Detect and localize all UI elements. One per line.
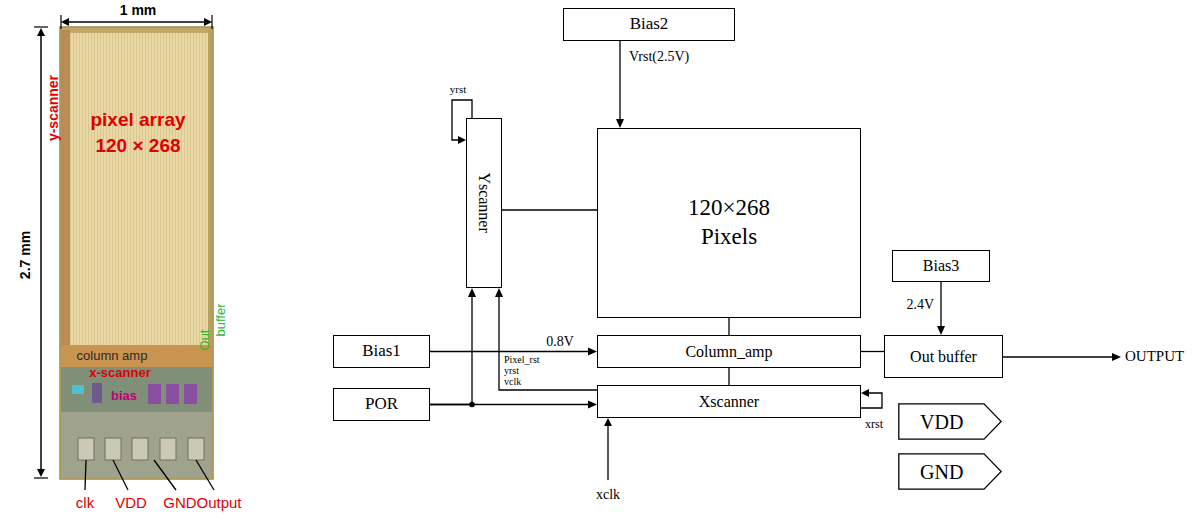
connector	[495, 288, 597, 390]
voltage-label: Vrst(2.5V)	[628, 49, 690, 65]
amplifier-block: Column_amp	[597, 335, 861, 368]
block-text: Bias2	[630, 14, 669, 34]
part-label: Out	[198, 330, 213, 351]
pin-label: Output	[196, 494, 241, 511]
bias-block: Bias3	[892, 250, 990, 282]
part-label: buffer	[214, 303, 229, 336]
connector	[502, 210, 597, 211]
signal-label: vclk	[504, 376, 521, 388]
block-text: VDD	[920, 410, 963, 434]
power-pin: VDD	[898, 403, 1002, 440]
voltage-label: 2.4V	[905, 297, 935, 313]
bias-block: Bias2	[563, 8, 735, 41]
connector	[937, 282, 945, 335]
signal-label: Pixel_rst	[504, 354, 540, 366]
pin-label: clk	[76, 494, 94, 511]
block-text: Yscanner	[474, 173, 493, 233]
voltage-label: 0.8V	[545, 333, 575, 349]
scanner-block: Yscanner	[466, 118, 502, 288]
connector	[861, 351, 884, 352]
pixel-array-block: 120×268 Pixels	[597, 128, 861, 318]
dimension-label: 1 mm	[120, 2, 157, 18]
scanner-block: Xscanner	[597, 385, 861, 418]
connector	[430, 288, 476, 405]
ground-pin: GND	[898, 453, 1002, 490]
block-text: POR	[365, 394, 398, 414]
bias-block: Bias1	[333, 335, 430, 368]
part-label: 120 × 268	[95, 135, 180, 157]
block-text: Bias1	[362, 341, 401, 361]
connector	[729, 318, 730, 335]
block-text: 120×268 Pixels	[679, 194, 779, 252]
reset-block: POR	[333, 388, 430, 421]
block-text: Bias3	[923, 256, 959, 275]
part-label: bias	[111, 389, 137, 404]
signal-label: yrst	[504, 365, 519, 377]
connector	[729, 368, 730, 385]
signal-label: yrst	[450, 83, 467, 96]
connector	[616, 41, 624, 128]
part-label: column amp	[77, 349, 148, 364]
block-text: GND	[920, 460, 963, 484]
part-label: pixel array	[90, 109, 185, 131]
output-label: OUTPUT	[1125, 348, 1184, 365]
signal-label: xrst	[865, 418, 883, 432]
buffer-block: Out buffer	[884, 335, 1003, 378]
pin-label: VDD	[115, 494, 147, 511]
signal-label: xclk	[596, 487, 620, 503]
block-text: Xscanner	[699, 392, 759, 411]
block-text: Column_amp	[685, 342, 772, 361]
pin-label: GND	[163, 494, 196, 511]
part-label: y-scanner	[45, 75, 61, 141]
block-text: Out buffer	[910, 347, 977, 366]
dimension-label: 2.7 mm	[17, 231, 33, 279]
part-label: x-scanner	[89, 366, 150, 381]
